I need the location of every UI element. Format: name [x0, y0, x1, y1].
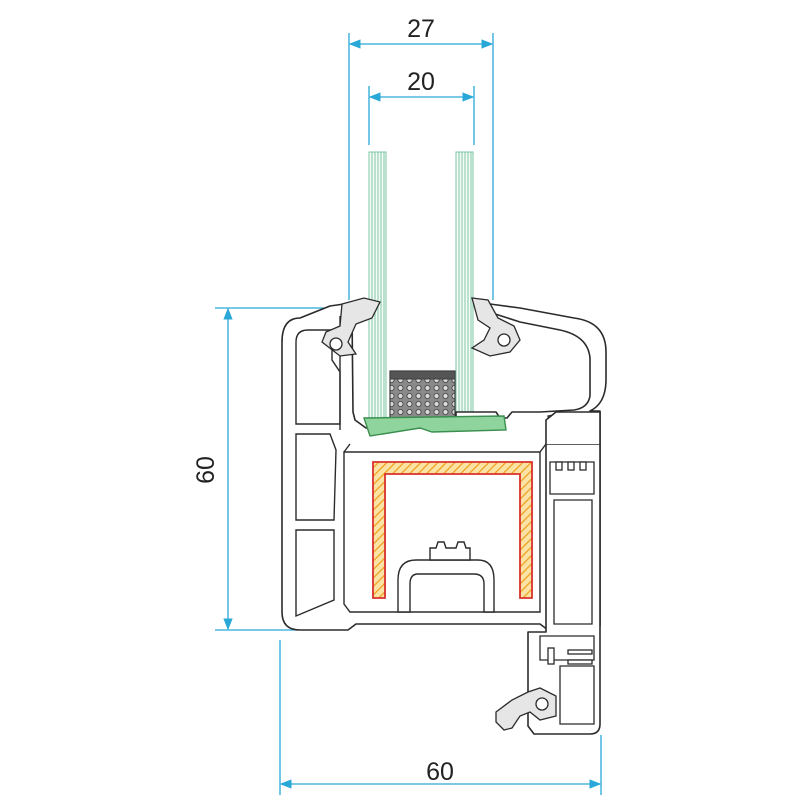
dimension-20: 20 [368, 68, 475, 145]
dimension-label-27: 27 [407, 15, 435, 43]
steel-reinforcement [372, 461, 533, 599]
dimension-label-60-depth: 60 [426, 758, 454, 786]
glass-spacer [389, 370, 456, 422]
frame-outer-seal [495, 687, 557, 731]
glass-pane-inner [455, 151, 474, 433]
dimension-label-20: 20 [407, 68, 435, 96]
frame-chambers [539, 461, 595, 725]
sash-left-chambers [295, 316, 341, 618]
dimension-60-depth: 60 [279, 640, 602, 795]
inner-glazing-gasket [470, 297, 521, 357]
glazing-bead [363, 415, 507, 437]
glass-pane-outer [368, 151, 387, 433]
hardware-groove [397, 541, 495, 613]
dimension-27: 27 [348, 15, 494, 300]
outer-glazing-gasket [321, 297, 381, 357]
dimension-60-height: 60 [192, 307, 340, 631]
dimension-label-60-height: 60 [192, 456, 220, 484]
